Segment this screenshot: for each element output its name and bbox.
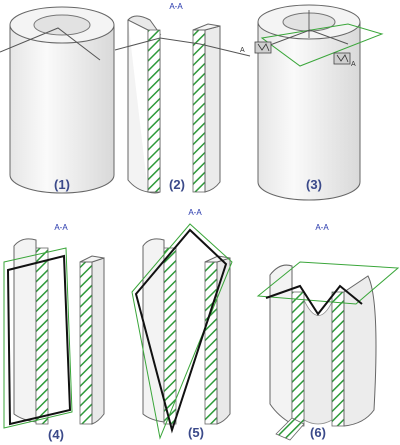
section-cut-line [0,27,101,61]
right-half-body [216,257,231,425]
panel-4-label: (4) [48,427,64,442]
panel-6-section-title: A-A [315,223,329,232]
section-cut-outline [6,254,72,426]
section-marker-right: A [333,52,356,68]
panel-2: A-A (2) [114,2,251,194]
panel-3-label: (3) [306,177,322,192]
panel-2-label: (2) [169,177,185,192]
inner-bore-surface [303,299,333,425]
panel-5-label: (5) [188,425,204,440]
panel-3: A A (3) [240,4,384,201]
left-cut-face-hatch [291,291,305,427]
right-half-body [91,257,105,425]
right-half-cap [204,255,231,263]
cylinder-body [9,24,115,194]
left-cut-face-hatch [147,29,161,193]
section-plane [260,23,384,67]
section-cut-line [261,29,349,49]
panel-5: A-A (5) [131,208,233,440]
cylinder-bore [33,14,91,36]
section-marker-left-label: A [240,47,245,54]
panel-4-section-title: A-A [54,223,68,232]
panel-4: A-A (4) [3,223,105,442]
right-cut-face-hatch [204,261,218,425]
right-cut-face-hatch [331,291,345,427]
section-cut-outline [134,228,228,434]
left-cut-face-hatch [35,247,49,425]
left-cut-face-hatch [163,247,177,425]
right-half-cap [79,255,105,263]
panel-6-label: (6) [310,425,326,440]
right-half-cap [192,23,221,31]
section-plane [256,261,400,305]
right-cut-face-hatch [79,261,93,425]
right-half-body [343,275,377,427]
section-plane [3,247,73,429]
bottom-cut-hatch [275,417,305,441]
section-cut-line [114,37,251,57]
section-plane [131,223,233,440]
panel-2-section-title: A-A [169,2,183,11]
section-marker-left: A [240,41,272,54]
right-cut-face-hatch [192,29,206,193]
panel-5-section-title: A-A [188,208,202,217]
section-marker-right-label: A [351,61,356,68]
section-cut-outline [265,284,363,316]
panel-1-label: (1) [54,177,70,192]
left-half-body [269,264,293,425]
panel-6: A-A (6) [256,223,400,441]
cylinder-body [257,21,361,201]
panel-1: (1) [0,6,115,194]
right-half-body [204,25,221,193]
